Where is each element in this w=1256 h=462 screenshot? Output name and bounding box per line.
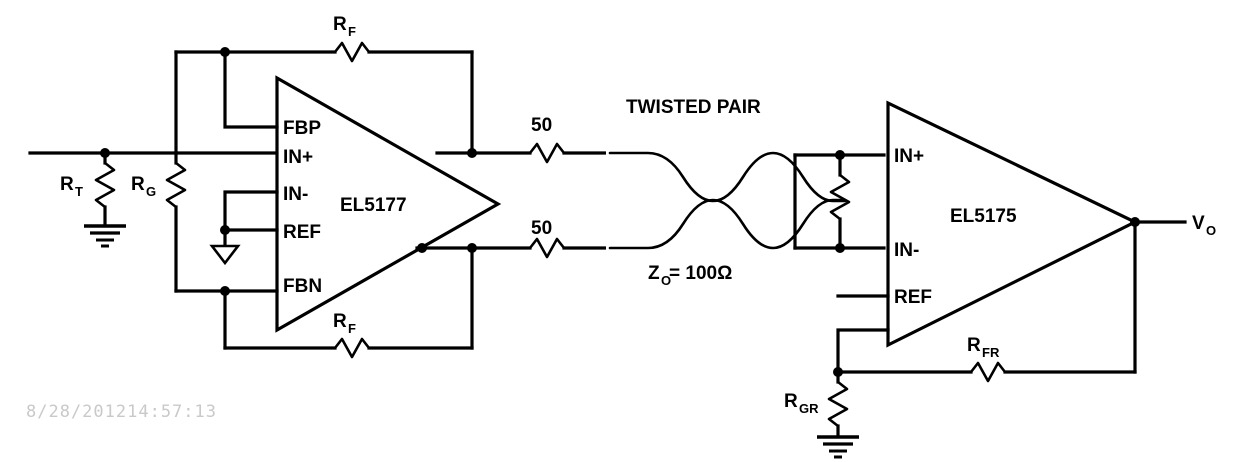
twisted-pair-crossovers	[608, 151, 847, 250]
impedance-label-sub: O	[661, 273, 671, 288]
receiver-amplifier-body	[886, 100, 1139, 348]
label-rgr-sub: GR	[799, 401, 819, 416]
junction-top-rf	[220, 47, 230, 57]
driver-pin-inn-label: IN-	[283, 184, 308, 205]
receiver-gain-resistor-rgr	[817, 370, 859, 459]
label-rgr: R	[784, 391, 798, 412]
label-rf-bottom: R	[333, 311, 347, 332]
driver-feedback-resistor-top	[174, 41, 474, 63]
receiver-pin-inn-label: IN-	[894, 240, 919, 261]
label-rfr: R	[967, 335, 981, 356]
braid-mask	[606, 145, 851, 257]
label-50-top: 50	[531, 115, 552, 136]
timestamp-watermark: 8/28/201214:57:13	[26, 402, 217, 422]
junction-driver-out-bottom	[467, 243, 477, 253]
driver-pin-fbp-label: FBP	[283, 118, 321, 139]
label-rg: R	[131, 174, 145, 195]
driver-pin-fbn-label: FBN	[283, 276, 322, 297]
twisted-pair-title: TWISTED PAIR	[626, 97, 761, 118]
label-rt-sub: T	[75, 184, 83, 199]
junction-term-top	[835, 150, 845, 160]
receiver-feedback-resistor-rfr	[836, 361, 1137, 383]
junction-driver-body-bottom	[417, 243, 427, 253]
signal-ground-arrow-icon	[209, 244, 241, 266]
label-rf-bottom-sub: F	[348, 321, 356, 336]
driver-pin-ref-label: REF	[283, 222, 321, 243]
gain-resistor-rg	[165, 151, 187, 293]
receiver-part-label: EL5175	[950, 206, 1017, 227]
output-label-vo-sub: O	[1206, 223, 1216, 238]
label-rg-sub: G	[146, 184, 156, 199]
junction-term-bottom	[835, 243, 845, 253]
junction-rt-input	[100, 148, 110, 158]
output-label-vo: V	[1192, 213, 1205, 234]
receiver-pin-inp-label: IN+	[894, 146, 924, 167]
label-rf-top-sub: F	[348, 24, 356, 39]
series-resistor-50-top	[528, 142, 612, 164]
label-50-bottom: 50	[531, 218, 552, 239]
series-resistor-50-bottom	[528, 237, 612, 259]
receiver-gain-node-wire	[836, 328, 890, 374]
receiver-pin-ref-label: REF	[894, 287, 932, 308]
label-rt: R	[60, 174, 74, 195]
driver-pin-inp-label: IN+	[283, 147, 313, 168]
driver-amplifier-body	[275, 75, 502, 333]
driver-inn-stub-wire	[223, 190, 279, 232]
driver-part-label: EL5177	[340, 195, 407, 216]
fbp-feedback-wire	[223, 50, 279, 129]
junction-driver-out-top	[467, 148, 477, 158]
driver-feedback-resistor-bottom	[223, 337, 474, 359]
termination-resistor-rt	[84, 151, 126, 248]
label-rfr-sub: FR	[982, 345, 1000, 360]
impedance-label-prefix: Z	[648, 263, 660, 284]
impedance-label-value: = 100Ω	[669, 263, 732, 284]
label-rf-top: R	[333, 14, 347, 35]
